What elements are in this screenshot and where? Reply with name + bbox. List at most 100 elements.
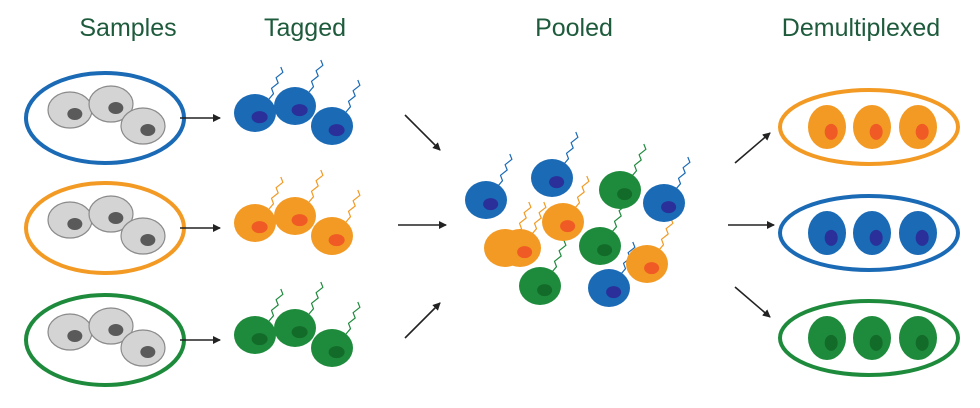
untagged-cell-nucleus	[67, 217, 83, 230]
dna-tag	[497, 153, 513, 187]
arrow-green-to-pool	[404, 302, 441, 339]
dna-tag	[516, 201, 532, 235]
dna-tag	[345, 189, 361, 223]
untagged-cell-nucleus	[67, 329, 83, 342]
untagged-cell	[120, 217, 166, 255]
dna-tag	[268, 66, 284, 100]
sorted-cell	[853, 316, 891, 360]
pooled-cells	[465, 131, 691, 307]
untagged-cell-nucleus	[108, 323, 124, 336]
pooled-cell-nucleus	[606, 286, 622, 299]
tagged-cell-nucleus	[251, 111, 268, 124]
sorted-cell-nucleus	[915, 334, 929, 351]
tagged-cell-nucleus	[328, 346, 345, 359]
untagged-cell	[47, 201, 93, 239]
arrows	[180, 114, 775, 344]
sorted-cell	[899, 211, 937, 255]
pooled-cell	[626, 245, 668, 283]
pooled-cell-nucleus	[644, 262, 660, 275]
dna-tag	[563, 131, 579, 165]
green-group-outline	[778, 299, 960, 377]
dna-tag	[345, 301, 361, 335]
untagged-cell-nucleus	[108, 101, 124, 114]
tagged-cell	[311, 107, 353, 145]
pooled-column	[465, 131, 691, 307]
pooled-cell-nucleus	[517, 246, 533, 259]
untagged-cell-nucleus	[140, 233, 156, 246]
arrow-pool-to-orange	[734, 132, 771, 164]
demultiplexed-column	[778, 88, 960, 377]
tagged-cell-nucleus	[251, 333, 268, 346]
pooled-cell-nucleus	[483, 198, 499, 211]
dna-tag	[551, 239, 567, 273]
arrow-pool-to-green	[734, 286, 771, 318]
untagged-cell	[88, 85, 134, 123]
sorted-cell-nucleus	[915, 123, 929, 140]
dna-tag	[345, 79, 361, 113]
sorted-cell-nucleus	[915, 229, 929, 246]
tagged-cell-nucleus	[291, 214, 308, 227]
dna-tag	[631, 143, 647, 177]
green-sample-oval	[24, 293, 186, 387]
header-demultiplexed: Demultiplexed	[781, 14, 941, 42]
pooled-cell-nucleus	[597, 244, 613, 257]
untagged-cell	[88, 307, 134, 345]
blue-group-outline	[778, 194, 960, 272]
arrow-blue-to-pool	[404, 114, 441, 151]
tagged-cell	[274, 87, 316, 125]
dna-tag	[268, 176, 284, 210]
pooled-cell	[599, 171, 641, 209]
untagged-cell-nucleus	[140, 345, 156, 358]
dna-tag	[308, 59, 324, 93]
dna-tag	[574, 175, 590, 209]
pooled-cell	[519, 267, 561, 305]
samples-column	[24, 71, 186, 387]
tagged-cell	[234, 316, 276, 354]
sorted-cell	[853, 105, 891, 149]
untagged-cell	[47, 91, 93, 129]
tagged-cell-nucleus	[291, 104, 308, 117]
untagged-cell	[120, 329, 166, 367]
header-samples: Samples	[79, 14, 177, 42]
tagged-cell-nucleus	[291, 326, 308, 339]
sorted-cell-nucleus	[824, 123, 838, 140]
untagged-cell	[120, 107, 166, 145]
tagged-cell	[274, 197, 316, 235]
dna-tag	[658, 217, 674, 251]
pooled-cell	[499, 229, 541, 267]
pooled-cell	[643, 184, 685, 222]
green-group	[778, 299, 960, 377]
blue-group	[778, 194, 960, 272]
header-tagged: Tagged	[263, 14, 347, 42]
sorted-cell	[808, 316, 846, 360]
pooled-cell	[465, 181, 507, 219]
dna-tag	[308, 169, 324, 203]
tagged-cell-nucleus	[328, 234, 345, 247]
tagged-cell-nucleus	[251, 221, 268, 234]
tagged-cell	[234, 94, 276, 132]
dna-tag	[268, 288, 284, 322]
tagged-column	[234, 59, 361, 367]
sorted-cell	[899, 316, 937, 360]
tagged-cell	[274, 309, 316, 347]
untagged-cell-nucleus	[140, 123, 156, 136]
blue-sample-tagged-cells	[234, 59, 361, 145]
tagged-cell	[234, 204, 276, 242]
dna-tag	[308, 281, 324, 315]
dna-tag	[675, 156, 691, 190]
pooled-cell-nucleus	[617, 188, 633, 201]
pooled-cell-nucleus	[560, 220, 576, 233]
sorted-cell-nucleus	[869, 123, 883, 140]
orange-sample-tagged-cells	[234, 169, 361, 255]
pooled-cell	[579, 227, 621, 265]
untagged-cell	[47, 313, 93, 351]
sorted-cell-nucleus	[824, 229, 838, 246]
green-sample-tagged-cells	[234, 281, 361, 367]
pooled-cell	[588, 269, 630, 307]
orange-group-outline	[778, 88, 960, 166]
dna-tag	[531, 201, 547, 235]
tagged-cell-nucleus	[328, 124, 345, 137]
untagged-cell-nucleus	[108, 211, 124, 224]
tagged-cell	[311, 217, 353, 255]
pooled-cell-nucleus	[661, 201, 677, 214]
